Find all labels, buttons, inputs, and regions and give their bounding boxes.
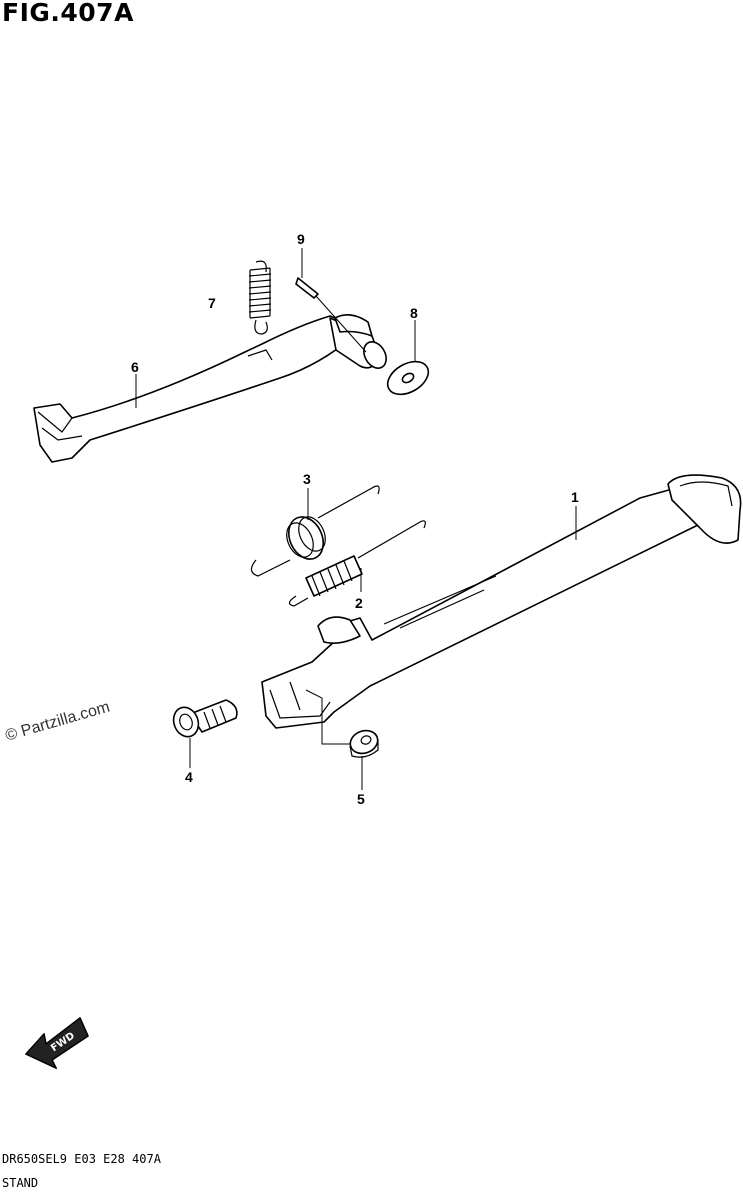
part-2-spring[interactable] [288,520,426,607]
part-5-nut[interactable] [347,727,381,758]
part-6-prop-stand[interactable] [33,314,391,463]
leader-lines [135,248,577,790]
figure-title: FIG.407A [2,0,134,27]
callout-6: 6 [131,359,139,375]
part-3-spring[interactable] [250,485,380,577]
diagram-code: DR650SEL9 E03 E28 407A [2,1152,161,1166]
callout-8: 8 [410,305,418,321]
callout-4: 4 [185,769,193,785]
callout-2: 2 [355,595,363,611]
fwd-arrow-icon: FWD [25,1017,89,1070]
part-9-cotter-pin[interactable] [295,277,367,353]
callout-9: 9 [297,231,305,247]
callout-1: 1 [571,489,579,505]
callout-5: 5 [357,791,365,807]
part-7-spring[interactable] [248,260,272,335]
diagram-name: STAND [2,1176,39,1190]
part-4-bolt[interactable] [170,699,238,740]
callout-3: 3 [303,471,311,487]
part-1-stand[interactable] [261,474,742,745]
part-8-washer[interactable] [382,355,434,401]
callout-7: 7 [208,295,216,311]
